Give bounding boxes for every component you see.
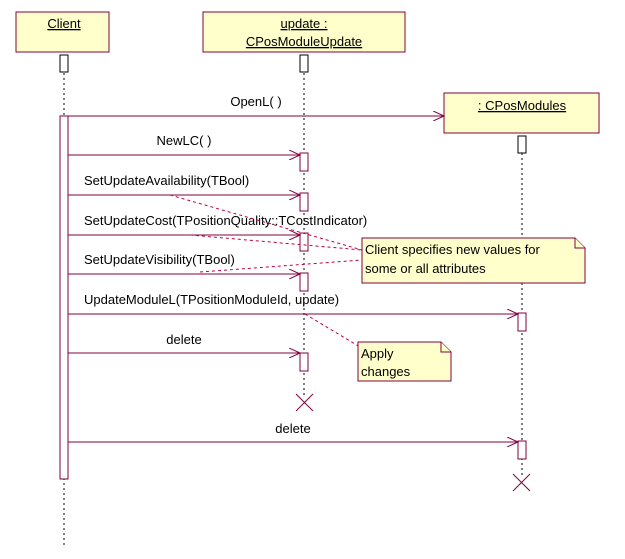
- modules-object-box: : CPosModules: [443, 92, 600, 134]
- update-head-activation: [299, 54, 309, 73]
- message-set-cost: SetUpdateCost(TPositionQuality::TCostInd…: [68, 213, 367, 235]
- message-delete-update: delete: [68, 332, 300, 353]
- message-update-module: UpdateModuleL(TPositionModuleId, update): [68, 292, 518, 314]
- update-activation: [299, 352, 309, 372]
- message-label: SetUpdateCost(TPositionQuality::TCostInd…: [84, 213, 367, 228]
- message-delete-modules: delete: [68, 421, 518, 442]
- message-label: SetUpdateAvailability(TBool): [84, 173, 249, 188]
- message-label: UpdateModuleL(TPositionModuleId, update): [84, 292, 339, 307]
- apply-note-line: changes: [361, 364, 411, 379]
- attributes-note-line: Client specifies new values for: [365, 242, 541, 257]
- client-object-label: Client: [47, 16, 81, 31]
- update-destroy-mark: [295, 393, 314, 412]
- message-set-availability: SetUpdateAvailability(TBool): [68, 173, 300, 195]
- attributes-note: Client specifies new values for some or …: [361, 237, 586, 284]
- message-label: NewLC( ): [157, 133, 212, 148]
- attributes-note-line: some or all attributes: [365, 261, 486, 276]
- message-label: OpenL( ): [230, 94, 281, 109]
- update-object-type: CPosModuleUpdate: [246, 34, 362, 49]
- update-activation: [299, 192, 309, 212]
- modules-activation: [517, 440, 527, 460]
- update-object-box: update : CPosModuleUpdate: [202, 11, 406, 53]
- apply-note-connector: [304, 313, 361, 348]
- message-label: SetUpdateVisibility(TBool): [84, 252, 235, 267]
- message-label: delete: [166, 332, 201, 347]
- message-newlc: NewLC( ): [68, 133, 300, 155]
- modules-head-activation: [517, 135, 527, 154]
- client-activation-bar: [59, 115, 69, 480]
- message-openl: OpenL( ): [68, 94, 444, 116]
- client-head-activation: [59, 54, 69, 73]
- update-object-name: update :: [281, 16, 328, 31]
- update-activation: [299, 272, 309, 292]
- attributes-note-connectors: [169, 194, 363, 273]
- modules-destroy-mark: [512, 473, 531, 492]
- apply-note: Apply changes: [357, 341, 452, 382]
- message-label: delete: [275, 421, 310, 436]
- update-activation: [299, 152, 309, 172]
- message-set-visibility: SetUpdateVisibility(TBool): [68, 252, 300, 274]
- client-object-box: Client: [15, 11, 110, 53]
- modules-object-label: : CPosModules: [478, 98, 567, 113]
- update-activation: [299, 232, 309, 252]
- modules-activation: [517, 312, 527, 332]
- apply-note-line: Apply: [361, 346, 394, 361]
